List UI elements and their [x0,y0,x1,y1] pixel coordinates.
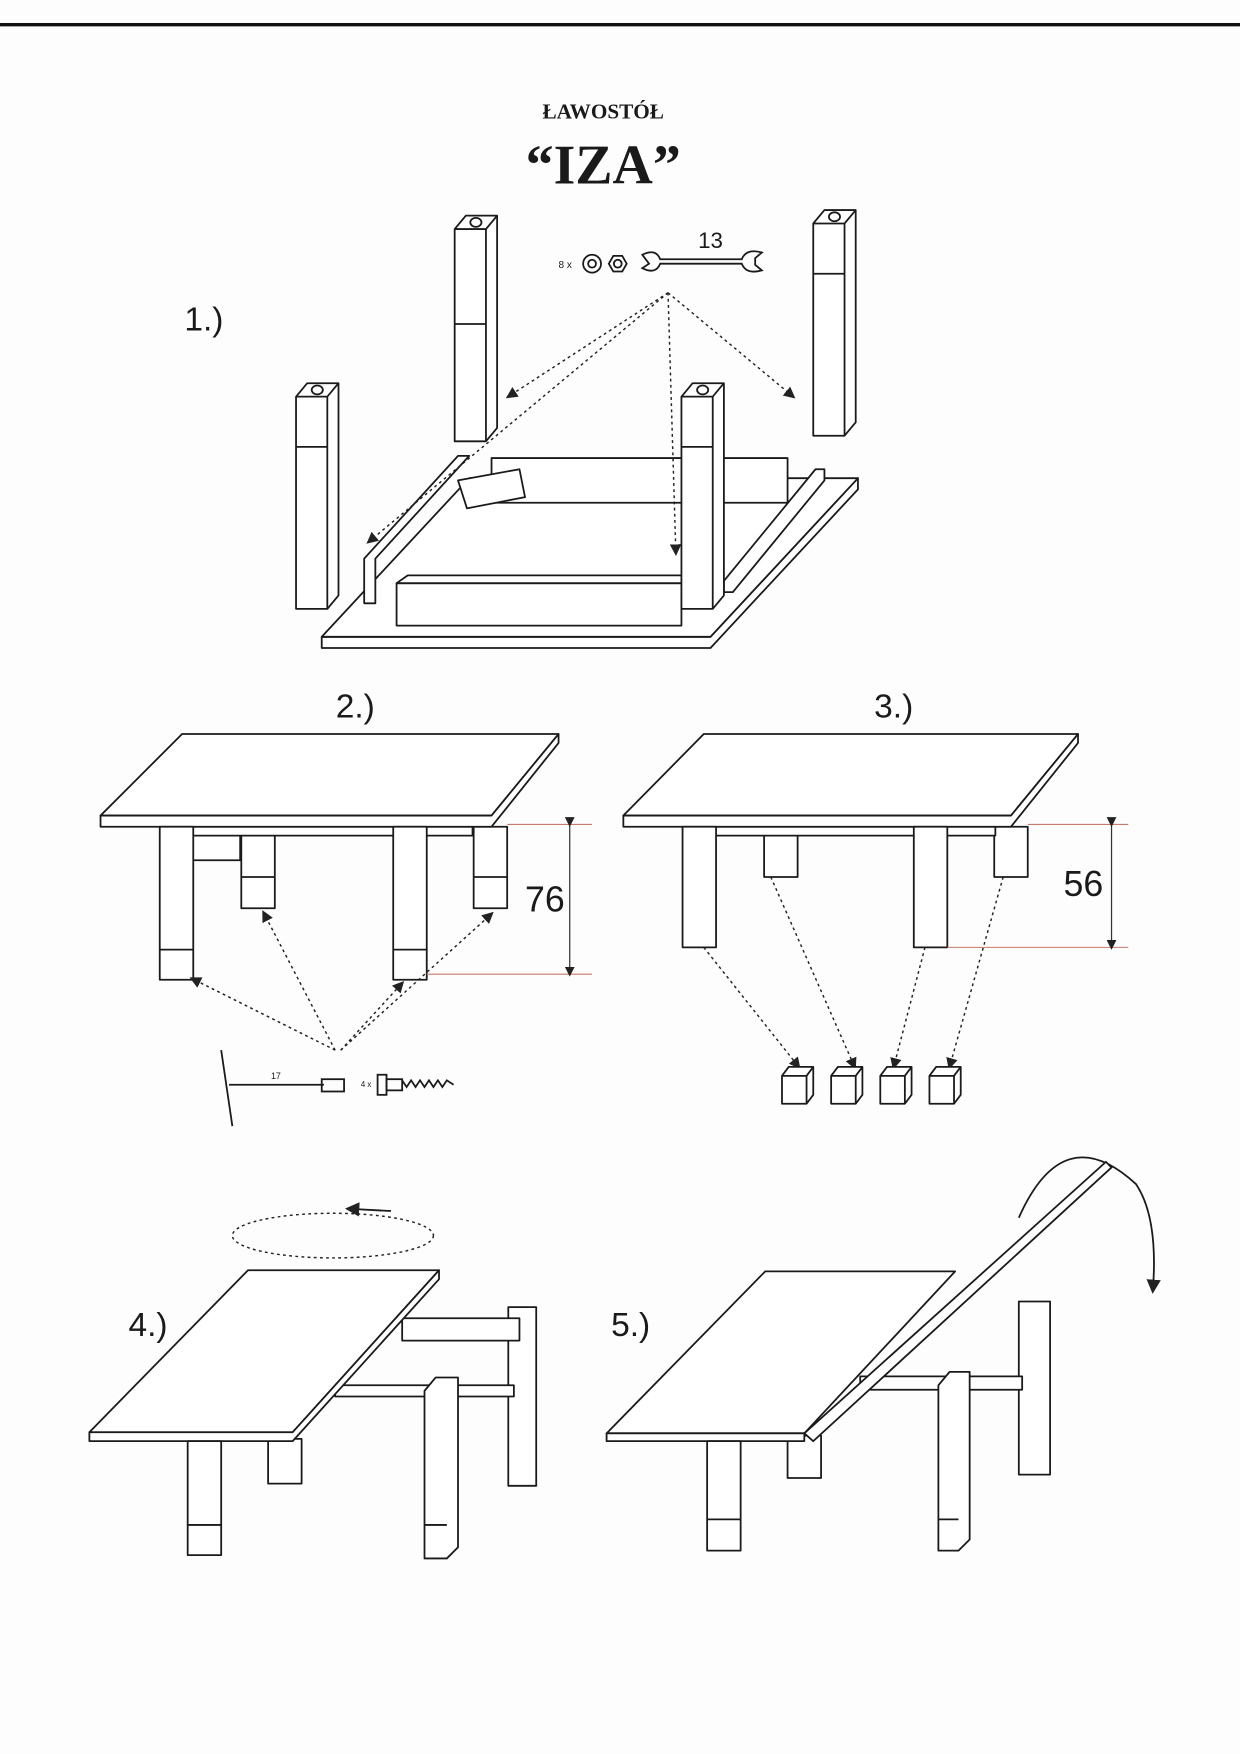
leg [472,825,509,910]
nut-icon [607,254,628,273]
height-value: 76 [525,880,565,920]
assembly-arrows [189,910,494,1051]
leg [453,214,499,443]
block [830,1066,864,1105]
leg [295,382,340,610]
product-name: “IZA” [526,134,681,196]
step-3-label: 3.) [874,688,913,725]
assembly-arrows [703,876,1004,1070]
leg [423,1376,459,1560]
step-5: 5.) [605,1156,1161,1552]
leg [993,825,1029,878]
tabletop [622,733,1079,817]
leg [786,1434,822,1479]
flip-arrow [1017,1156,1161,1294]
leg [392,825,428,981]
front-rail [395,582,683,627]
step-5-label: 5.) [611,1307,650,1344]
t-handle-icon [220,1050,234,1127]
tabletop [88,1269,440,1434]
step-2-label: 2.) [336,688,375,725]
leg [681,825,717,949]
corner-bracket [457,468,526,510]
nut-count: 8 x [559,260,572,271]
leg [763,834,799,878]
step-2: 2.) 76 17 4 x [99,688,593,1127]
leg [186,1440,223,1556]
back-rail [490,457,789,504]
leg [812,209,857,437]
wrench-icon [640,250,764,273]
hardware-socket-screws: 17 4 x [220,1050,455,1127]
leg-blocks [781,1066,962,1105]
leg [1017,1300,1051,1476]
block [928,1066,962,1105]
block [879,1066,913,1105]
apron [186,825,474,837]
leg [912,825,949,949]
left-rail [363,454,471,605]
leg [680,382,725,610]
step-1-label: 1.) [184,302,223,339]
leg [158,825,195,981]
socket-size: 17 [271,1071,281,1081]
screw-count: 4 x [361,1080,372,1089]
apron [709,825,997,837]
leg [706,1440,742,1552]
step-3: 3.) 56 [622,688,1129,1105]
step-4: 4.) [88,1202,538,1560]
screw-icon [376,1073,388,1096]
leg [937,1370,971,1552]
assembly-arrows [366,292,796,556]
hardware-nuts-wrench: 8 x 13 [559,228,764,274]
leg [267,1438,303,1485]
height-value: 56 [1063,864,1103,904]
folding-leaf [803,1160,1113,1443]
step-1: 1.) 8 x 13 [184,209,859,649]
product-type: ŁAWOSTÓŁ [543,99,664,123]
wrench-size: 13 [698,228,723,253]
rotate-arrow [231,1212,435,1259]
leg [240,834,276,910]
step-4-label: 4.) [128,1307,167,1344]
washer-icon [582,253,602,274]
tabletop [99,733,560,817]
block [781,1066,815,1105]
